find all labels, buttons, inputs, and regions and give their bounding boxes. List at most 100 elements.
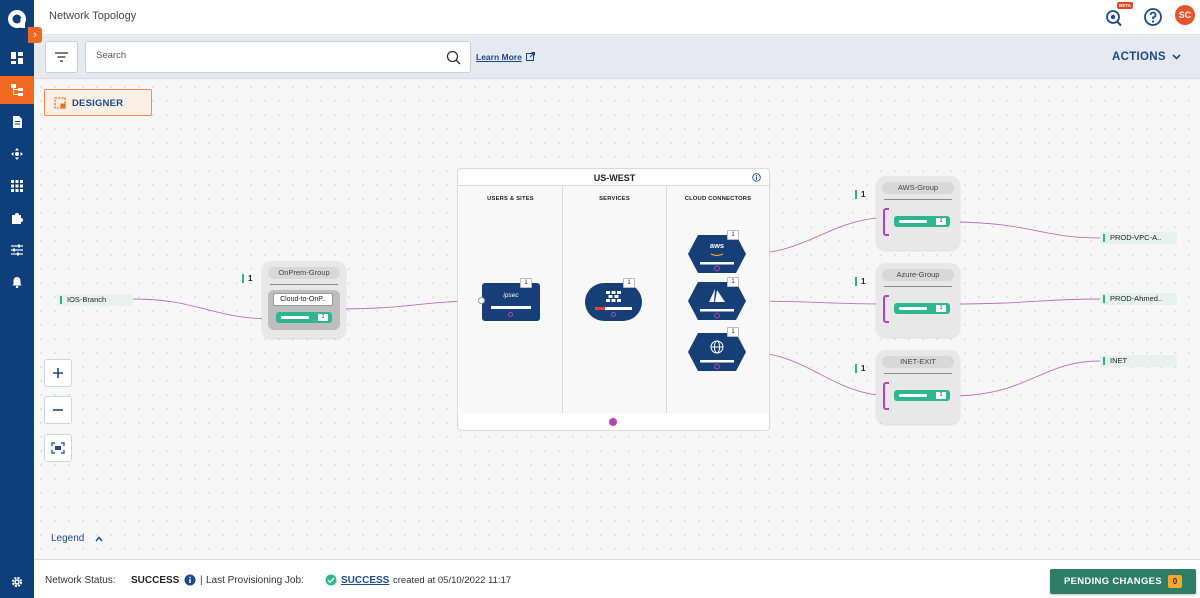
endpoint-prod-ahmed[interactable]: PROD-Ahmed.. [1100, 293, 1177, 305]
info-icon[interactable] [184, 574, 196, 586]
group-divider [884, 199, 952, 200]
node-bar [491, 306, 531, 309]
group-bracket [883, 208, 889, 236]
azure-group-count: 1 [854, 277, 866, 286]
azure-group-pill[interactable]: 1 [894, 303, 950, 314]
azure-group-title: Azure-Group [882, 269, 954, 281]
azure-group[interactable]: Azure-Group 1 [876, 263, 960, 337]
node-status-indicator [595, 307, 605, 310]
group-divider [270, 284, 338, 285]
pill-bar [899, 307, 927, 310]
plus-icon [53, 368, 63, 378]
inet-connector-node[interactable] [688, 333, 746, 371]
sidebar-item-dashboard[interactable] [0, 44, 34, 72]
status-footer: Network Status: SUCCESS | Last Provision… [34, 559, 1200, 598]
pill-bar [899, 220, 927, 223]
sliders-icon [11, 244, 23, 256]
pending-changes-button[interactable]: PENDING CHANGES 0 [1050, 569, 1196, 594]
region-connection-dot[interactable] [609, 418, 617, 426]
pill-count: 1 [936, 218, 946, 225]
sidebar-item-documents[interactable] [0, 108, 34, 136]
topology-icon [11, 84, 23, 96]
help-icon[interactable] [1143, 7, 1163, 27]
chevron-up-icon[interactable] [94, 534, 104, 544]
pill-bar [899, 394, 927, 397]
pending-changes-label: PENDING CHANGES [1064, 576, 1162, 587]
aws-group[interactable]: AWS-Group 1 [876, 176, 960, 250]
group-bracket [883, 382, 889, 410]
node-port [508, 312, 513, 317]
endpoint-ios-branch[interactable]: IOS-Branch [57, 294, 133, 306]
zoom-out-button[interactable] [44, 396, 72, 424]
pill-bar [281, 316, 309, 319]
sidebar-item-network[interactable] [0, 140, 34, 168]
sidebar-item-notifications[interactable] [0, 268, 34, 296]
inet-badge: 1 [727, 327, 739, 337]
azure-badge: 1 [727, 277, 739, 287]
aws-connector-node[interactable] [688, 235, 746, 273]
external-link-icon[interactable] [526, 52, 535, 61]
sidebar-item-topology[interactable] [0, 76, 34, 104]
region-title: US-WEST [593, 173, 636, 183]
search-input[interactable] [96, 50, 426, 61]
bell-icon [12, 277, 22, 288]
filter-button[interactable] [45, 41, 78, 73]
search-icon[interactable] [446, 50, 461, 65]
ipsec-badge: 1 [520, 278, 532, 288]
endpoint-inet[interactable]: INET [1100, 355, 1177, 367]
beta-badge: BETA [1117, 2, 1133, 9]
azure-logo-icon [709, 289, 725, 302]
aws-group-count: 1 [854, 190, 866, 199]
network-status-label: Network Status: [45, 575, 116, 586]
app-logo[interactable] [6, 8, 28, 30]
sidebar-item-apps[interactable] [0, 172, 34, 200]
fit-view-button[interactable] [44, 434, 72, 462]
chevron-down-icon[interactable] [1171, 51, 1182, 62]
endpoint-prod-vpc[interactable]: PROD-VPC-A.. [1100, 232, 1177, 244]
onprem-node-container: Cloud-to-OnP.. 1 [268, 290, 340, 330]
ipsec-node[interactable]: ipsec [478, 283, 540, 321]
inet-group-pill[interactable]: 1 [894, 390, 950, 401]
aws-logo-text: aws [709, 241, 725, 250]
group-divider [884, 286, 952, 287]
column-title: SERVICES [599, 196, 630, 202]
sidebar-item-settings[interactable] [0, 568, 34, 596]
onprem-connector-pill[interactable]: 1 [276, 312, 332, 323]
sidebar [0, 0, 34, 598]
gear-icon [11, 576, 23, 588]
legend-toggle[interactable]: Legend [51, 533, 85, 544]
user-avatar[interactable]: SC [1175, 5, 1195, 25]
grid-icon [11, 180, 23, 192]
sidebar-item-integrations[interactable] [0, 204, 34, 232]
inet-group-count: 1 [854, 364, 866, 373]
region-us-west[interactable]: US-WEST USERS & SITES SERVICES CLOUD CON… [457, 168, 771, 431]
zoom-in-button[interactable] [44, 359, 72, 387]
globe-icon [710, 340, 724, 354]
onprem-group[interactable]: OnPrem-Group Cloud-to-OnP.. 1 [262, 261, 346, 338]
network-icon [11, 148, 23, 160]
azure-connector-node[interactable] [688, 282, 746, 320]
pill-count: 1 [936, 305, 946, 312]
designer-icon [54, 97, 66, 109]
toolbar: Learn More ACTIONS [34, 36, 1200, 79]
onprem-node-label: Cloud-to-OnP.. [273, 293, 333, 306]
dashboard-icon [11, 52, 23, 64]
actions-menu[interactable]: ACTIONS [1112, 51, 1166, 63]
aws-badge: 1 [727, 230, 739, 240]
designer-button[interactable]: DESIGNER [44, 89, 152, 116]
sidebar-expand-toggle[interactable]: › [28, 27, 42, 43]
check-circle-icon [325, 574, 337, 586]
column-title: CLOUD CONNECTORS [684, 196, 752, 202]
group-bracket [883, 295, 889, 323]
search-beta-icon[interactable] [1104, 7, 1124, 27]
learn-more-link[interactable]: Learn More [476, 52, 522, 62]
minus-icon [53, 409, 63, 411]
page-title: Network Topology [49, 10, 137, 22]
aws-group-pill[interactable]: 1 [894, 216, 950, 227]
inet-exit-group[interactable]: INET-EXIT 1 [876, 350, 960, 424]
info-icon[interactable] [752, 173, 761, 182]
services-firewall-node[interactable] [585, 283, 642, 321]
sidebar-item-settings-sliders[interactable] [0, 236, 34, 264]
node-bar [595, 307, 632, 310]
last-job-status-link[interactable]: SUCCESS [341, 575, 390, 586]
